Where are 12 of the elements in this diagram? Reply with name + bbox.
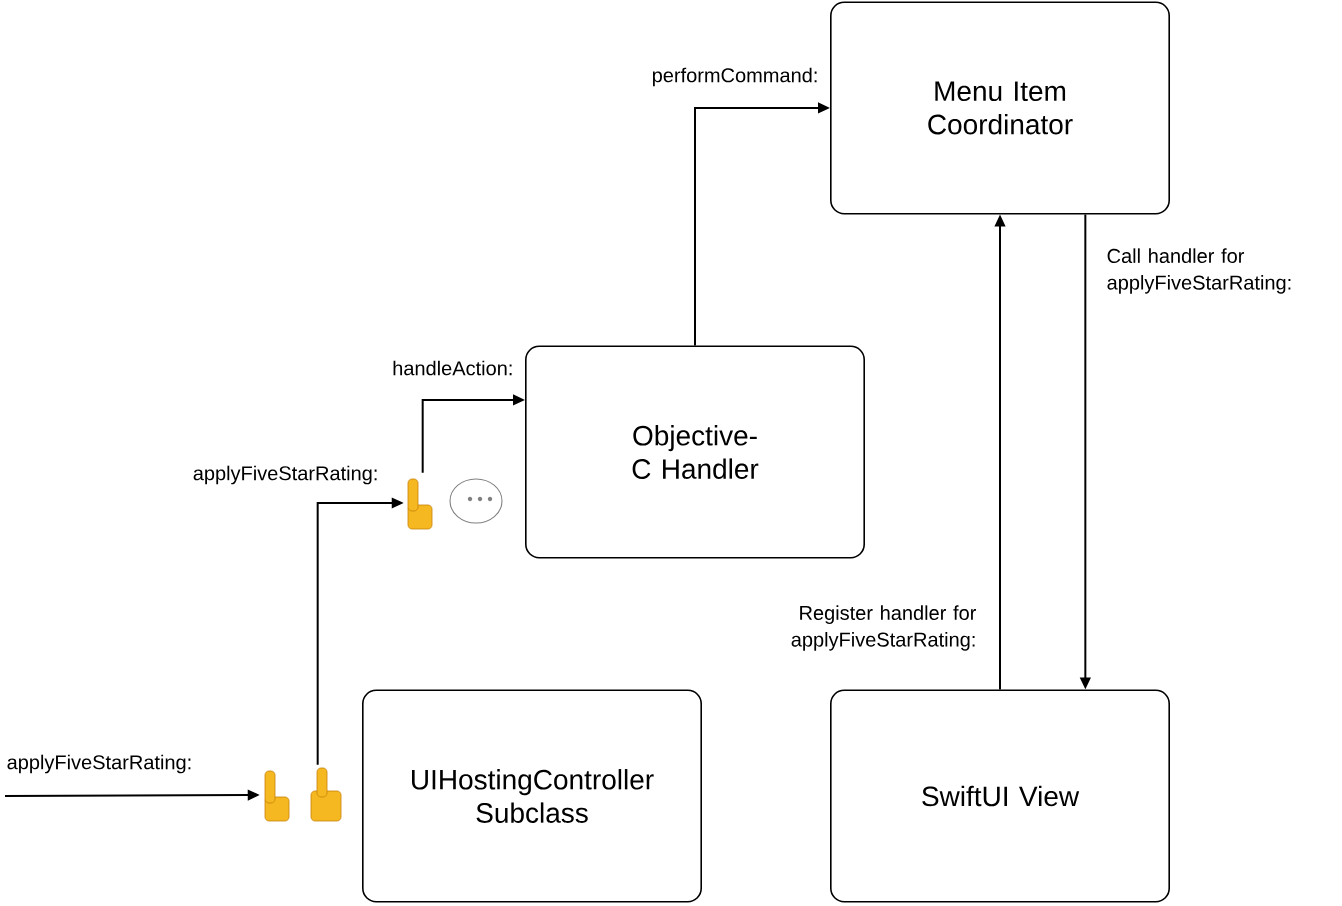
hands-drawing: [264, 767, 342, 822]
edge-label: performCommand:: [653, 67, 817, 87]
edge-label: Register handler for applyFiveStarRating:: [791, 605, 976, 651]
edge-label: Call handler for applyFiveStarRating:: [1107, 248, 1291, 294]
process-box: Objective-C Handler: [525, 345, 865, 559]
hand-speech-drawing: [407, 478, 503, 530]
process-box: UIHostingController Subclass: [362, 689, 702, 903]
process-box: SwiftUI View: [830, 689, 1170, 903]
edge-label: applyFiveStarRating:: [193, 465, 377, 485]
edge-label: applyFiveStarRating:: [7, 754, 191, 774]
process-box: Menu Item Coordinator: [830, 1, 1170, 215]
edge-label: handleAction:: [393, 360, 512, 376]
